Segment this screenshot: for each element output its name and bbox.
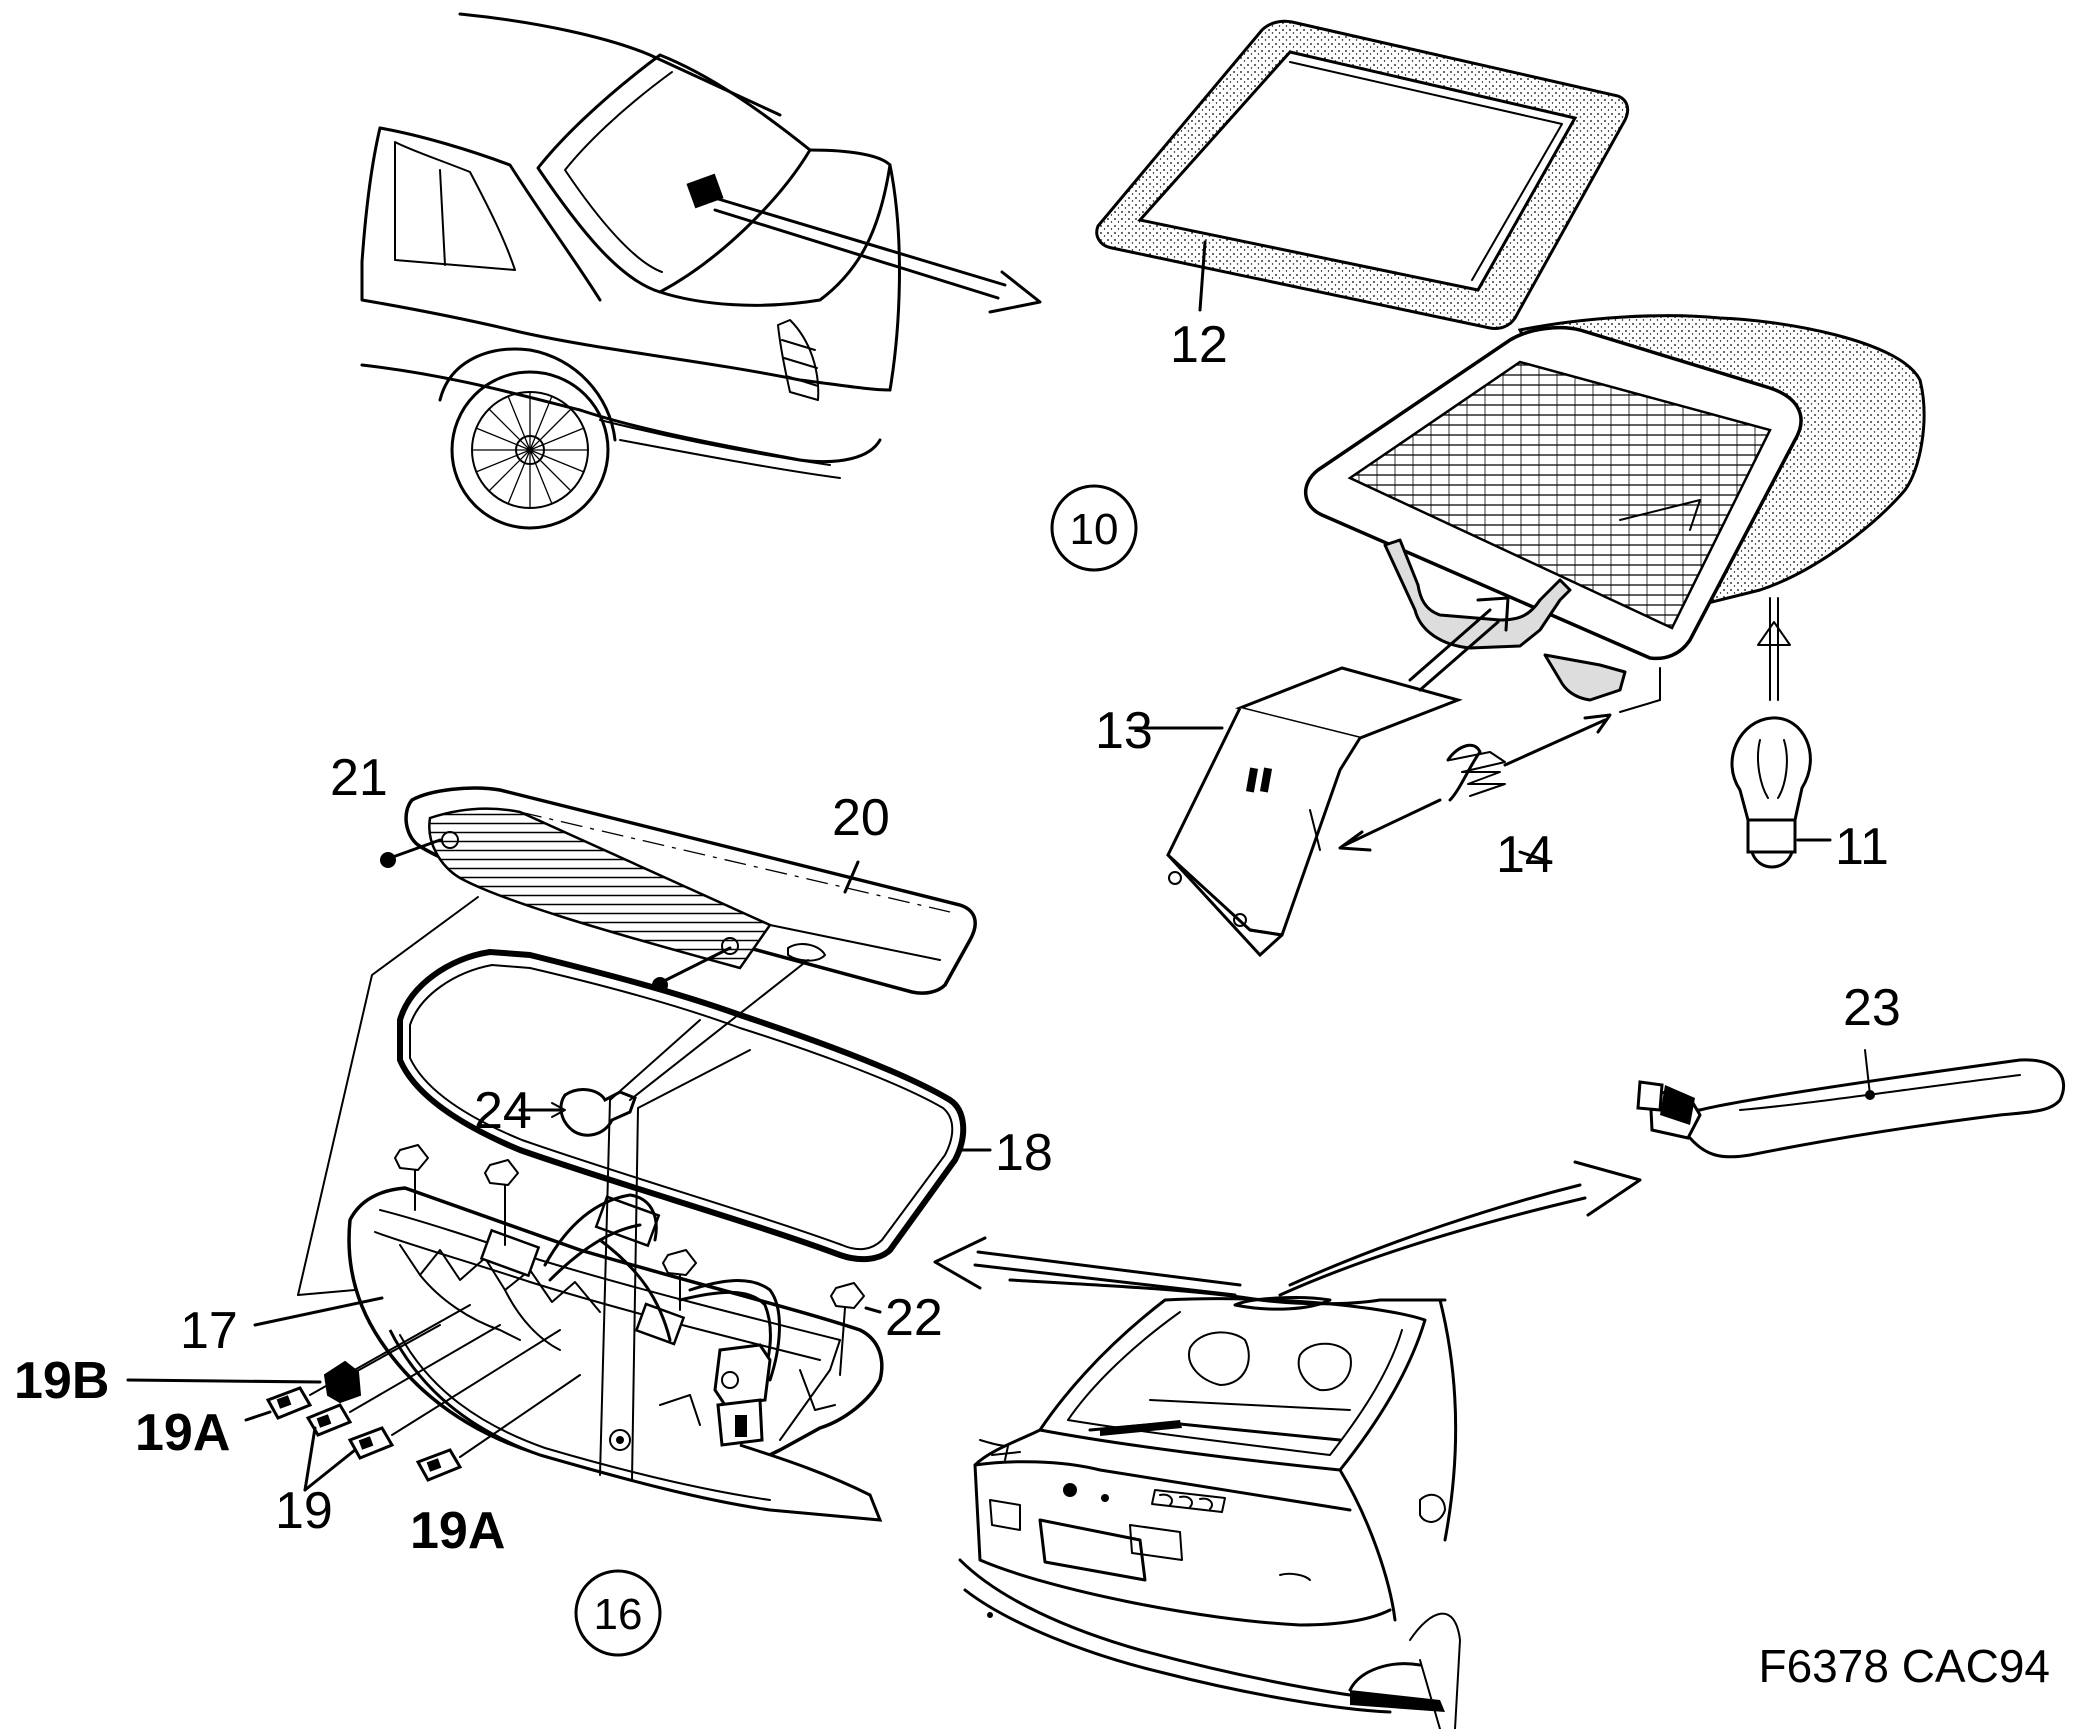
label-19A-left: 19A <box>135 1404 230 1462</box>
part-labels: 12 13 14 11 21 20 24 18 23 17 22 19B 19A… <box>14 316 1901 1560</box>
label-19A-bottom: 19A <box>410 1502 505 1560</box>
label-24: 24 <box>474 1082 532 1140</box>
wheel-spokes-icon <box>472 392 588 508</box>
nuts-22 <box>394 1144 882 1376</box>
label-21: 21 <box>330 749 388 807</box>
spring-14 <box>1309 667 1661 864</box>
group-ref-16: 16 <box>574 1569 662 1657</box>
group-ref-10-text: 10 <box>1070 505 1119 554</box>
lamp-housing-10 <box>1303 314 1926 702</box>
seal-18 <box>397 948 992 1263</box>
bracket-13 <box>1128 596 1510 958</box>
label-18: 18 <box>995 1124 1053 1182</box>
clip-24 <box>518 959 809 1137</box>
label-17: 17 <box>180 1302 238 1360</box>
socket-wire-23 <box>1636 1049 2066 1159</box>
label-20: 20 <box>832 789 890 847</box>
light-carrier-17 <box>253 896 884 1522</box>
label-23: 23 <box>1843 979 1901 1037</box>
gasket-12 <box>1095 19 1630 330</box>
housing-20 <box>380 786 977 995</box>
group-ref-16-text: 16 <box>594 1590 643 1639</box>
label-14: 14 <box>1496 826 1554 884</box>
bulbs-19 <box>126 1304 581 1492</box>
sedan-rear-illustration <box>360 12 1042 530</box>
label-22: 22 <box>885 1289 943 1347</box>
label-13: 13 <box>1095 702 1153 760</box>
label-19: 19 <box>275 1482 333 1540</box>
bulb-11 <box>1730 716 1832 869</box>
drawing-code: F6378 CAC94 <box>1759 1640 2051 1692</box>
hatchback-rear-illustration <box>933 1160 1642 1729</box>
label-11: 11 <box>1835 818 1889 876</box>
label-19B: 19B <box>14 1352 109 1410</box>
group-ref-10: 10 <box>1050 484 1138 572</box>
label-12: 12 <box>1170 316 1228 374</box>
